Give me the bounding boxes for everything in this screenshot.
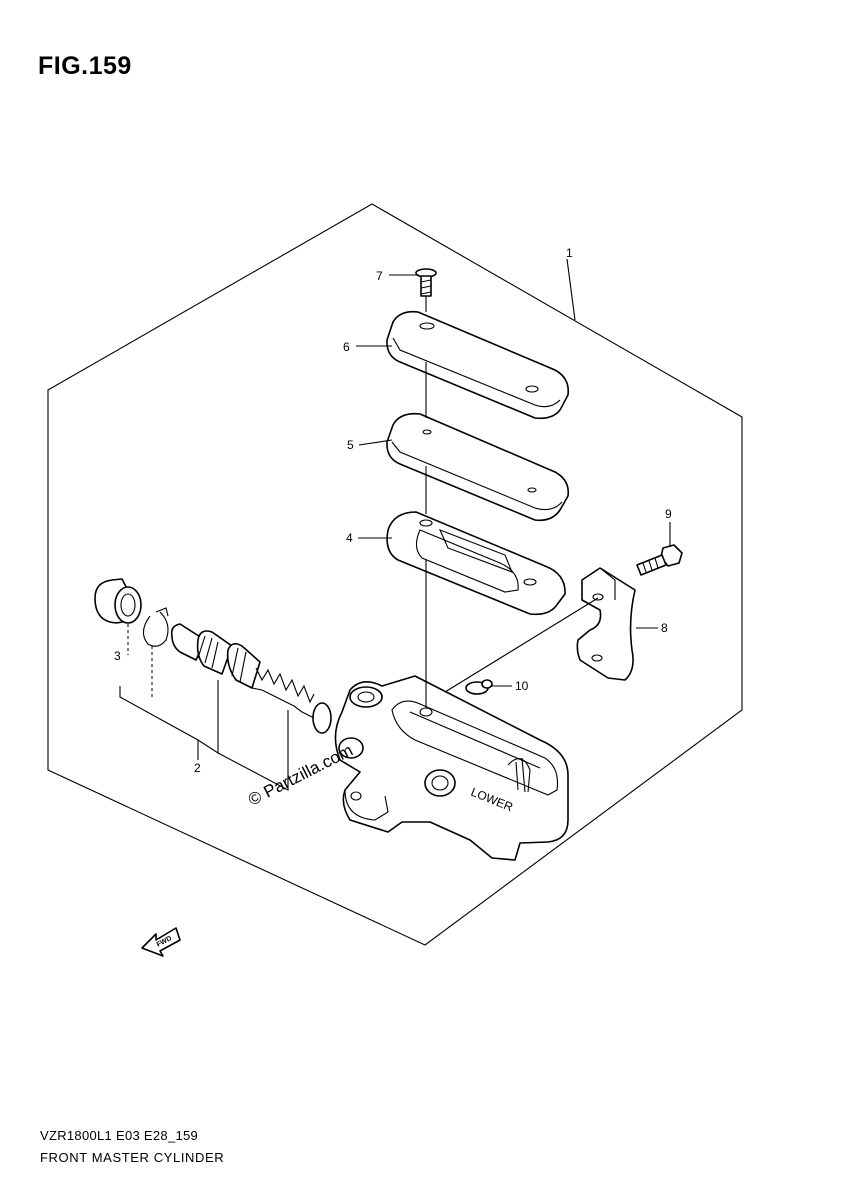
- dust-boot-part-3[interactable]: [94, 578, 142, 624]
- assembly-boundary: [47, 203, 743, 946]
- leader-lines: [119, 258, 671, 791]
- bolt-part-10[interactable]: [465, 679, 493, 695]
- forward-direction-icon: FWD: [141, 927, 181, 957]
- reservoir-cap-part-6[interactable]: [386, 310, 570, 420]
- callout-6: 6: [343, 340, 350, 354]
- callout-5: 5: [347, 438, 354, 452]
- callout-9: 9: [665, 507, 672, 521]
- callout-8: 8: [661, 621, 668, 635]
- callout-10: 10: [515, 679, 529, 693]
- clamp-bolt-part-9[interactable]: [636, 544, 683, 576]
- callout-7: 7: [376, 269, 383, 283]
- clamp-holder-part-8[interactable]: [576, 567, 636, 681]
- callout-4: 4: [346, 531, 353, 545]
- piston-set-part-2[interactable]: [170, 623, 332, 734]
- callout-1: 1: [566, 246, 573, 260]
- figure-title: FIG.159: [38, 52, 132, 80]
- screw-part-7[interactable]: [415, 268, 437, 297]
- master-cylinder-body[interactable]: LOWER: [334, 675, 569, 861]
- diaphragm-part-4[interactable]: [386, 511, 566, 616]
- watermark: © Partzilla.com: [245, 741, 356, 810]
- callout-2: 2: [194, 761, 201, 775]
- diaphragm-plate-part-5[interactable]: [386, 412, 570, 522]
- section-name: FRONT MASTER CYLINDER: [40, 1150, 225, 1165]
- callout-3: 3: [114, 649, 121, 663]
- model-code: VZR1800L1 E03 E28_159: [40, 1128, 199, 1143]
- circlip[interactable]: [142, 607, 169, 647]
